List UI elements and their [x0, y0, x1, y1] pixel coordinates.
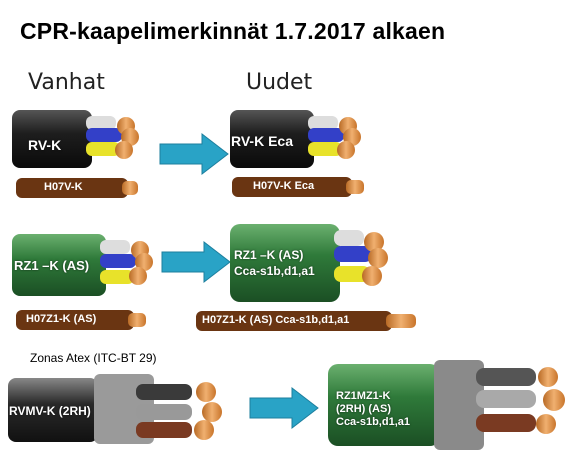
header-old: Vanhat	[28, 70, 105, 95]
arrow-right-icon	[159, 132, 229, 176]
old-wire-label: H07V-K	[44, 181, 83, 193]
arrow-right-icon	[161, 240, 231, 284]
new-wire-label: H07V-K Eca	[253, 180, 315, 192]
new-cable-rz1-k-cca	[230, 224, 388, 302]
header-new: Uudet	[246, 70, 313, 95]
arrow-right-icon	[249, 386, 319, 430]
new-wire-label: H07Z1-K (AS) Cca-s1b,d1,a1	[202, 314, 350, 326]
old-wire-label: H07Z1-K (AS)	[26, 313, 97, 325]
new-wire-h07z1-k-cca	[196, 311, 416, 331]
new-cable-rz1mz1-k	[328, 360, 565, 450]
old-cable-rz1-k	[12, 234, 153, 296]
page-title: CPR-kaapelimerkinnät 1.7.2017 alkaen	[20, 18, 446, 44]
new-cable-label: RV-K Eca	[231, 133, 293, 149]
old-wire-h07z1-k	[16, 310, 146, 330]
atex-zones-note: Zonas Atex (ITC-BT 29)	[30, 351, 157, 365]
new-cable-label-line3: Cca-s1b,d1,a1	[336, 416, 410, 428]
new-cable-label-line2: (2RH) (AS)	[336, 403, 391, 415]
old-cable-label: RV-K	[28, 137, 62, 153]
new-cable-label-line2: Cca-s1b,d1,a1	[234, 264, 315, 278]
new-wire-h07v-k-eca	[232, 177, 364, 197]
old-wire-h07v-k	[16, 178, 138, 198]
new-cable-label-line1: RZ1MZ1-K	[336, 390, 391, 402]
old-cable-label: RVMV-K (2RH)	[9, 404, 91, 418]
old-cable-rvmv-k	[8, 374, 222, 444]
new-cable-label-line1: RZ1 –K (AS)	[234, 248, 304, 262]
new-cable-rv-k-eca	[230, 110, 361, 168]
old-cable-label: RZ1 –K (AS)	[14, 258, 90, 273]
old-cable-rv-k	[12, 110, 139, 168]
